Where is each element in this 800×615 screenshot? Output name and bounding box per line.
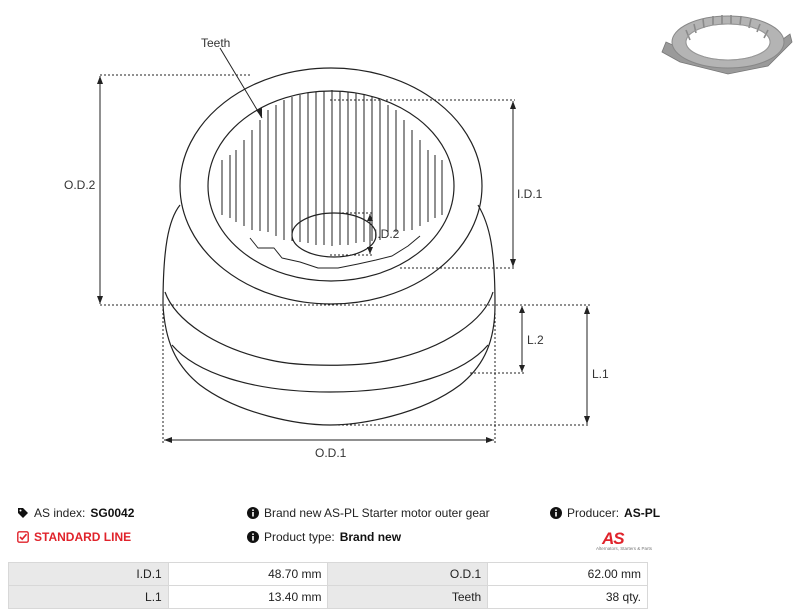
producer: Producer: AS-PL [550,506,660,520]
label-l2: L.2 [527,333,544,347]
as-pl-logo: AS Alternators, Starters & Parts [582,529,652,553]
label-l1: L.1 [592,367,609,381]
spec-label: Teeth [327,585,489,609]
as-index-value: SG0042 [90,506,135,520]
spec-value: 38 qty. [487,585,648,609]
spec-value: 62.00 mm [487,562,648,586]
info-row-2: STANDARD LINE Product type: Brand new [0,530,800,550]
spec-label: O.D.1 [327,562,489,586]
product-type-value: Brand new [339,530,402,544]
spec-value: 48.70 mm [167,562,329,586]
label-id1: I.D.1 [517,187,543,201]
gear-teeth [221,90,443,269]
info-row-1: AS index: SG0042 Brand new AS-PL Starter… [0,506,800,526]
label-teeth: Teeth [201,36,230,50]
table-row: L.1 13.40 mm Teeth 38 qty. [8,585,648,609]
spec-label: I.D.1 [8,562,169,586]
tag-icon [18,508,28,518]
technical-drawing: Teeth O.D.2 I.D.1 I.D.2 L.2 L.1 O.D.1 [64,15,793,460]
teeth-leader-line [219,47,263,119]
standard-line: STANDARD LINE [17,530,131,544]
description: Brand new AS-PL Starter motor outer gear [247,506,490,520]
info-icon [247,531,259,543]
spec-value: 13.40 mm [167,585,329,609]
logo-tagline: Alternators, Starters & Parts [595,546,652,551]
info-icon [247,507,259,519]
spec-label: L.1 [8,585,169,609]
as-index: AS index: SG0042 [17,506,134,520]
producer-value: AS-PL [624,506,661,520]
product-type: Product type: Brand new [247,530,401,544]
standard-line-label: STANDARD LINE [34,530,132,544]
gear-inner-bore [207,90,455,282]
label-od1: O.D.1 [315,446,347,460]
logo-mark: AS [602,529,625,548]
spec-table: I.D.1 48.70 mm O.D.1 62.00 mm L.1 13.40 … [8,562,648,609]
producer-label: Producer: [567,506,620,520]
center-hole [291,212,377,258]
checkbox-checked-icon [17,531,29,543]
label-id2: I.D.2 [374,227,400,241]
gear-flange-ridge-2 [171,344,489,393]
table-row: I.D.1 48.70 mm O.D.1 62.00 mm [8,562,648,586]
info-icon [550,507,562,519]
gear-outer-ring [179,67,483,305]
gear-flange-ridge [164,291,494,366]
product-type-label: Product type: [264,530,335,544]
description-text: Brand new AS-PL Starter motor outer gear [264,506,490,520]
label-od2: O.D.2 [64,178,96,192]
as-index-label: AS index: [34,506,86,520]
product-photo [661,15,793,75]
